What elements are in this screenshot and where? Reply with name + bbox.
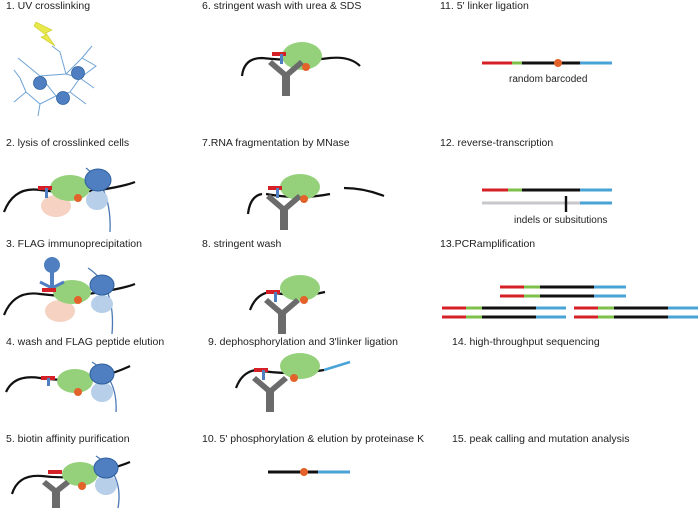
- rbp-green: [53, 280, 91, 304]
- step-9-label: 9. dephosphorylation and 3'linker ligati…: [208, 336, 398, 348]
- antibody-icon: [268, 60, 304, 96]
- step-12-label: 12. reverse-transcription: [440, 137, 553, 149]
- step-3-ip-illustration: [2, 257, 136, 335]
- 3-linker: [323, 360, 351, 372]
- step-10-label: 10. 5' phosphorylation & elution by prot…: [202, 433, 424, 445]
- antibody-icon: [266, 194, 302, 230]
- tag-stem: [276, 188, 279, 198]
- crosslink-site: [300, 468, 308, 476]
- protein-peach: [41, 195, 71, 217]
- tag-stem: [262, 370, 265, 380]
- protein-light-blue: [91, 295, 113, 313]
- uv-lightning-icon: [33, 21, 56, 47]
- step-1-uv-crosslinking-illustration: [13, 21, 97, 117]
- tag-stem: [280, 54, 283, 64]
- tag-red: [254, 368, 268, 372]
- tag-stem: [274, 292, 277, 302]
- flag-bead: [44, 257, 60, 273]
- crosslink-site: [554, 59, 562, 67]
- step-15-label: 15. peak calling and mutation analysis: [452, 433, 629, 445]
- step-2-lysis-illustration: [2, 167, 136, 233]
- rbp-green: [62, 462, 98, 486]
- protein-peach: [45, 300, 75, 322]
- rna-fragment: [246, 192, 263, 215]
- indels-note: indels or subsitutions: [514, 215, 607, 226]
- protein-light-blue: [91, 382, 113, 402]
- tag-red: [272, 52, 286, 56]
- step-13-pcr-illustration: [442, 285, 698, 319]
- tag-red: [268, 186, 282, 190]
- tag-stem: [47, 378, 50, 386]
- crosslink-site: [300, 195, 308, 203]
- crosslink-site: [74, 388, 82, 396]
- cell-nucleus: [56, 91, 70, 105]
- crosslink-site: [300, 296, 308, 304]
- rbp-green: [280, 174, 320, 200]
- protein-blue: [84, 168, 112, 192]
- antibody-icon: [252, 376, 288, 412]
- rna-fragment: [343, 186, 385, 198]
- step-4-elution-illustration: [4, 361, 131, 413]
- rbp-green: [57, 369, 93, 393]
- rbp-green: [280, 275, 320, 301]
- step-14-label: 14. high-throughput sequencing: [452, 336, 600, 348]
- protein-light-blue: [95, 475, 117, 495]
- step-3-label: 3. FLAG immunoprecipitation: [6, 238, 142, 250]
- tag-stem: [45, 188, 48, 198]
- cell-network: [13, 45, 97, 117]
- step-6-label: 6. stringent wash with urea & SDS: [202, 0, 361, 12]
- step-7-label: 7.RNA fragmentation by MNase: [202, 137, 350, 149]
- tag-red: [48, 470, 62, 474]
- protein-blue: [89, 363, 115, 385]
- step-9-3-linker-ligation-illustration: [234, 353, 351, 412]
- protein-blue: [93, 457, 119, 479]
- step-11-5-linker-ligation-illustration: random barcoded: [482, 59, 612, 85]
- step-5-label: 5. biotin affinity purification: [6, 433, 130, 445]
- step-1-label: 1. UV crosslinking: [6, 0, 90, 12]
- step-7-mnase-illustration: [246, 174, 385, 230]
- random-barcoded-note: random barcoded: [509, 74, 587, 85]
- step-8-label: 8. stringent wash: [202, 238, 282, 250]
- step-8-stringent-wash-illustration: [248, 275, 326, 334]
- streptavidin-icon: [42, 480, 70, 508]
- step-13-label: 13.PCRamplification: [440, 238, 535, 250]
- cell-nucleus: [71, 66, 85, 80]
- cell-nucleus: [33, 76, 47, 90]
- crosslink-site: [290, 374, 298, 382]
- antibody-icon: [264, 298, 300, 334]
- crosslink-site: [78, 482, 86, 490]
- step-12-rt-illustration: indels or subsitutions: [482, 188, 612, 226]
- step-2-label: 2. lysis of crosslinked cells: [6, 137, 129, 149]
- crosslink-site: [302, 63, 310, 71]
- step-10-elution-illustration: [268, 468, 350, 476]
- tag-red: [42, 288, 56, 292]
- protein-blue: [89, 274, 115, 296]
- step-11-label: 11. 5' linker ligation: [440, 0, 529, 12]
- rbp-green: [50, 175, 90, 201]
- step-4-label: 4. wash and FLAG peptide elution: [6, 336, 164, 348]
- step-5-biotin-illustration: [10, 455, 131, 509]
- step-6-urea-wash-illustration: [240, 42, 361, 96]
- rbp-green: [282, 42, 322, 70]
- antibody-stem: [50, 270, 54, 288]
- protein-light-blue: [86, 190, 108, 210]
- crosslink-site: [74, 194, 82, 202]
- rbp-green: [280, 353, 320, 379]
- tag-red: [266, 290, 280, 294]
- crosslink-site: [74, 296, 82, 304]
